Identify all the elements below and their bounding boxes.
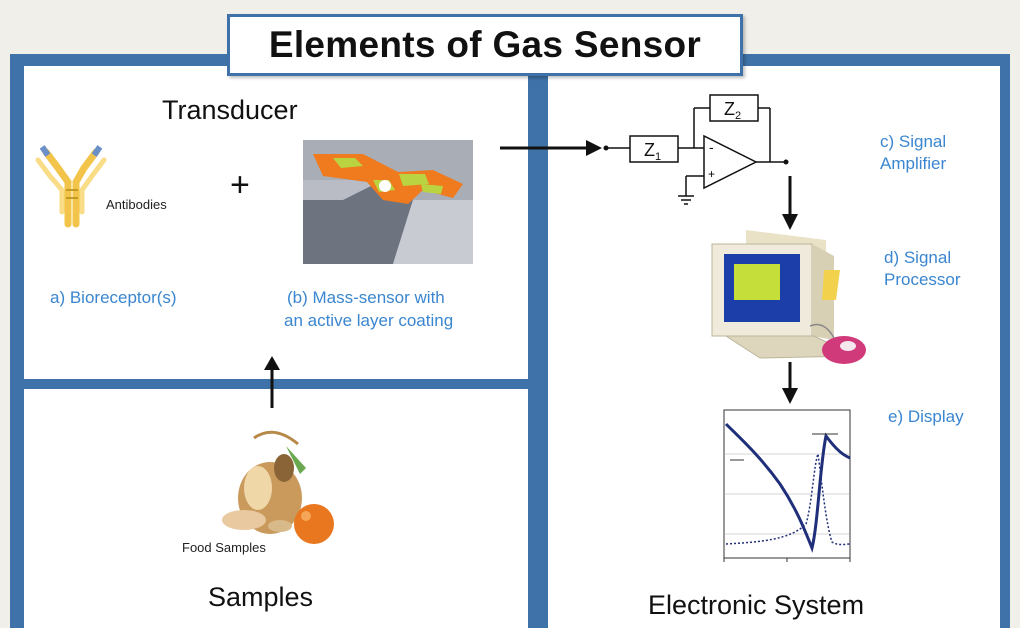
antibody-icon [35, 145, 107, 228]
down-arrow-1 [782, 176, 798, 230]
food-samples-caption: Food Samples [182, 540, 266, 555]
svg-text:Z1: Z1 [644, 140, 661, 163]
z1-label: Z [644, 140, 655, 160]
amplifier-circuit: - + Z1 Z2 [603, 94, 789, 205]
transducer-heading: Transducer [162, 95, 298, 125]
right-arrow [500, 140, 602, 156]
z2-label: Z [724, 99, 735, 119]
svg-text:+: + [708, 167, 715, 181]
amplifier-label-line2: Amplifier [880, 154, 947, 173]
diagram-title: Elements of Gas Sensor [268, 24, 702, 65]
samples-heading: Samples [208, 582, 314, 612]
svg-text:Z2: Z2 [724, 99, 741, 122]
title-box: Elements of Gas Sensor [227, 14, 743, 76]
processor-label-line2: Processor [884, 270, 961, 289]
bioreceptor-label: a) Bioreceptor(s) [50, 288, 177, 307]
up-arrow [264, 356, 280, 408]
plus-sign: + [230, 166, 250, 204]
computer-icon [711, 230, 866, 364]
mass-sensor-image [303, 140, 473, 264]
food-samples-image [222, 430, 334, 544]
z2-subscript: 2 [735, 110, 741, 122]
display-label: e) Display [888, 407, 964, 426]
antibodies-caption: Antibodies [106, 197, 167, 212]
mass-sensor-label-line2: an active layer coating [284, 311, 454, 330]
processor-label-line1: d) Signal [884, 248, 952, 267]
amplifier-label-line1: c) Signal [880, 132, 947, 151]
display-plot-image [700, 404, 870, 584]
down-arrow-2 [782, 362, 798, 404]
mass-sensor-label-line1: (b) Mass-sensor with [287, 288, 445, 307]
electronic-system-heading: Electronic System [648, 590, 865, 620]
z1-subscript: 1 [655, 151, 661, 163]
svg-text:-: - [709, 139, 714, 155]
